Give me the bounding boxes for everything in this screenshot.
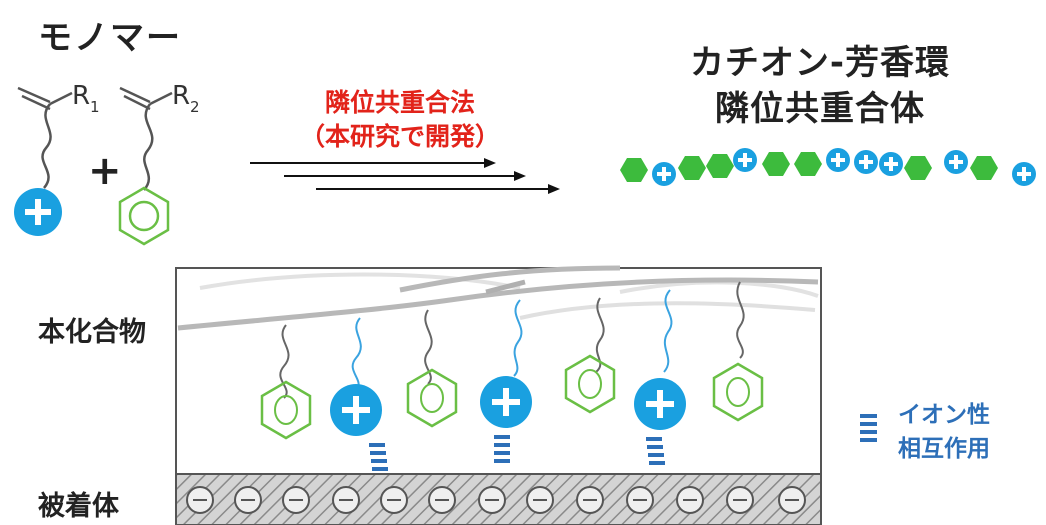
- anion-icon: [526, 486, 554, 514]
- arrow-icon: [250, 158, 560, 194]
- benzene-ring-icon: [564, 354, 616, 414]
- monomer-aromatic: R 2: [118, 81, 200, 246]
- ionic-bond-mark: [494, 435, 510, 463]
- method-label-line2: （本研究で開発）: [299, 122, 500, 151]
- anion-icon: [478, 486, 506, 514]
- hexagon-mark: [762, 152, 790, 176]
- anion-icon: [726, 486, 754, 514]
- legend-text: イオン性 相互作用: [898, 398, 1038, 466]
- anion-icon: [778, 486, 806, 514]
- product-title-line1: カチオン-芳香環: [689, 43, 951, 83]
- adherend-substrate: [175, 473, 822, 525]
- benzene-ring-icon: [260, 380, 312, 440]
- anion-icon: [282, 486, 310, 514]
- r1-subscript: 1: [90, 98, 100, 116]
- anion-icon: [380, 486, 408, 514]
- cation-icon: [854, 150, 878, 174]
- legend-line2: 相互作用: [898, 436, 990, 462]
- hexagon-mark: [678, 156, 706, 180]
- monomer-heading: モノマー: [38, 18, 182, 58]
- cation-icon: [1012, 162, 1036, 186]
- hexagon-mark: [970, 156, 998, 180]
- cation-icon: [14, 188, 62, 236]
- product-title-line2: 隣位共重合体: [715, 89, 925, 129]
- cation-icon: [826, 148, 850, 172]
- product-title: カチオン-芳香環 隣位共重合体: [650, 40, 990, 132]
- anion-icon: [576, 486, 604, 514]
- cation-icon: [330, 384, 382, 436]
- cation-icon: [652, 162, 676, 186]
- plus-sign: +: [88, 148, 122, 194]
- anion-icon: [676, 486, 704, 514]
- hexagon-mark: [794, 152, 822, 176]
- benzene-ring-icon: [406, 368, 458, 428]
- benzene-ring-icon: [118, 186, 170, 246]
- ionic-bond-mark: [369, 443, 388, 471]
- cation-icon: [879, 152, 903, 176]
- monomer-cation: R 1: [14, 81, 100, 236]
- cation-icon: [634, 378, 686, 430]
- legend-line1: イオン性: [898, 402, 990, 428]
- adherend-label: 被着体: [38, 491, 119, 522]
- r2-subscript: 2: [190, 98, 200, 116]
- adhesion-panel: [175, 265, 822, 525]
- anion-icon: [626, 486, 654, 514]
- compound-label: 本化合物: [38, 317, 146, 348]
- method-label-line1: 隣位共重合法: [324, 88, 475, 117]
- anion-icon: [428, 486, 456, 514]
- anion-icon: [234, 486, 262, 514]
- anion-icon: [332, 486, 360, 514]
- anion-row: [186, 486, 806, 514]
- r2-label: R: [172, 81, 190, 111]
- hexagon-mark: [706, 154, 734, 178]
- cation-icon: [944, 150, 968, 174]
- ionic-interaction-icon: [860, 414, 877, 442]
- hexagon-mark: [904, 156, 932, 180]
- cation-icon: [480, 376, 532, 428]
- ionic-bond-mark: [646, 437, 665, 465]
- benzene-ring-icon: [712, 362, 764, 422]
- hexagon-mark: [620, 158, 648, 182]
- r1-label: R: [72, 81, 90, 111]
- cation-icon: [733, 148, 757, 172]
- anion-icon: [186, 486, 214, 514]
- method-label: 隣位共重合法 （本研究で開発）: [270, 86, 530, 154]
- copolymer-chain: [620, 148, 1036, 186]
